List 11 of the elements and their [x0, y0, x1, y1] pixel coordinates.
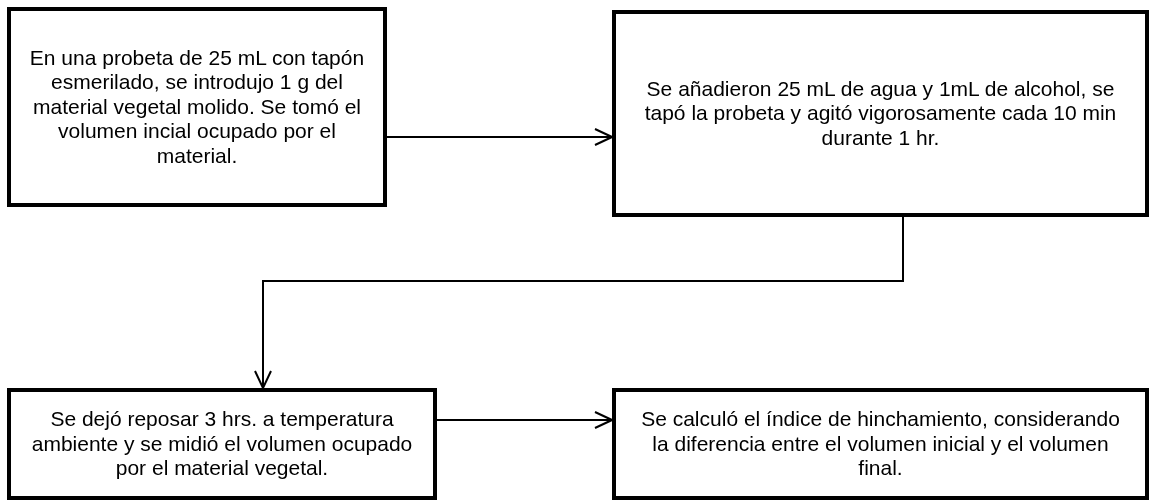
arrow: [436, 411, 613, 429]
arrow: [254, 216, 904, 389]
process-box: [612, 10, 1149, 217]
step-text: Se calculó el índice de hinchamiento, considerando la diferencia entre el volumen inicial y el volumen final.: [640, 407, 1121, 481]
step-text: Se añadieron 25 mL de agua y 1mL de alcohol, se tapó la probeta y agitó vigorosamente cada 10 min durante 1 hr.: [643, 76, 1118, 151]
process-box: [7, 7, 387, 207]
step-text: En una probeta de 25 mL con tapón esmerilado, se introdujo 1 g del material vegetal molido. Se tomó el volumen incial ocupado por el material.: [28, 45, 366, 169]
arrow: [386, 128, 613, 146]
process-box: [7, 388, 437, 500]
step-text: Se dejó reposar 3 hrs. a temperatura ambiente y se midió el volumen ocupado por el material vegetal.: [30, 407, 414, 481]
process-box: [612, 388, 1149, 500]
